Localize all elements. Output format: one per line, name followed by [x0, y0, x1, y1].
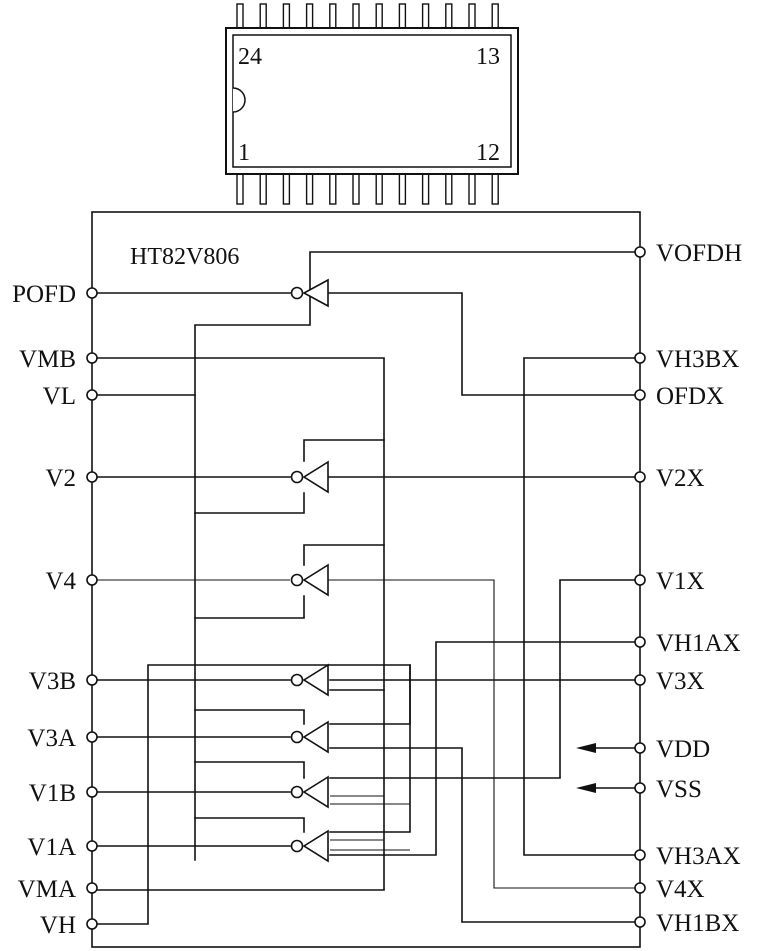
buffer-v2 [290, 460, 329, 494]
package-lead [375, 173, 383, 205]
package-lead [468, 173, 476, 205]
pin-name-vdd: VDD [656, 736, 710, 763]
package-lead [236, 173, 244, 205]
pin-label-13: 13 [476, 44, 500, 70]
pin-terminal-v1x [634, 574, 646, 586]
pin-name-v2: V2 [45, 465, 76, 492]
pin-terminal-v4 [86, 574, 98, 586]
pin-name-v3a: V3A [27, 725, 76, 752]
package-lead [445, 173, 453, 205]
pin-name-vss: VSS [656, 776, 702, 803]
pin-name-ofdx: OFDX [656, 383, 724, 410]
pin-terminal-pofd [86, 287, 98, 299]
package-lead [421, 3, 430, 29]
package-lead [329, 3, 337, 29]
package-lead [398, 173, 407, 205]
pin-terminal-v1a [86, 840, 98, 852]
pin-name-v3x: V3X [656, 668, 705, 695]
pin-terminal-v1b [86, 786, 98, 798]
buffer-v1b [290, 775, 329, 809]
package-notch [232, 87, 246, 113]
pin-terminal-vh [86, 918, 98, 930]
package-lead [305, 3, 314, 29]
pin-terminal-v2x [634, 471, 646, 483]
buffer-pofd [290, 278, 329, 308]
package-lead [236, 3, 244, 29]
package-lead [259, 173, 267, 205]
pin-name-vofdh: VOFDH [656, 240, 742, 267]
pin-name-v4: V4 [45, 568, 76, 595]
pin-name-v1b: V1B [29, 780, 76, 807]
package-lead [491, 3, 499, 29]
wiring [91, 251, 641, 925]
package-lead [305, 173, 314, 205]
package-lead [352, 3, 360, 29]
pin-terminal-vmb [86, 352, 98, 364]
pin-name-v2x: V2X [656, 465, 705, 492]
pin-terminal-v2 [86, 471, 98, 483]
package-top-leads [236, 3, 499, 29]
pin-name-vh1ax: VH1AX [656, 630, 741, 657]
pin-name-v1x: V1X [656, 568, 705, 595]
package-lead [375, 3, 383, 29]
pin-terminal-v4x [634, 882, 646, 894]
pin-terminal-v3a [86, 731, 98, 743]
pin-name-vh3ax: VH3AX [656, 843, 741, 870]
pin-name-pofd: POFD [12, 281, 76, 308]
pin-name-v1a: V1A [27, 834, 76, 861]
package-lead [352, 173, 360, 205]
pin-terminal-vofdh [634, 246, 646, 258]
pin-terminal-vl [86, 389, 98, 401]
pin-terminal-vh1ax [634, 636, 646, 648]
pin-terminal-vma [86, 882, 98, 894]
pin-name-vl: VL [43, 383, 76, 410]
pin-name-vmb: VMB [19, 346, 76, 373]
pin-name-v3b: V3B [29, 668, 76, 695]
package-lead [491, 173, 499, 205]
pin-terminal-ofdx [634, 389, 646, 401]
pin-name-vh: VH [40, 912, 76, 939]
package-lead [282, 173, 291, 205]
package-lead [468, 3, 476, 29]
package-lead [421, 173, 430, 205]
package-body-outer [225, 27, 519, 175]
pin-name-vh3bx: VH3BX [656, 346, 739, 373]
buffer-v4 [290, 563, 329, 597]
package-lead [445, 3, 453, 29]
pin-label-12: 12 [476, 140, 500, 166]
package-lead [398, 3, 407, 29]
right-pins: VOFDH VH3BX OFDX V2X V1X VH1AX V3X VDD VSS VH3AX V… [634, 240, 742, 937]
pin-terminal-vh1bx [634, 916, 646, 928]
package-lead [259, 3, 267, 29]
pin-terminal-vss [634, 782, 646, 794]
pin-name-vma: VMA [18, 876, 76, 903]
pin-terminal-vdd [634, 742, 646, 754]
buffer-v1a [290, 829, 329, 863]
pin-name-vh1bx: VH1BX [656, 910, 739, 937]
pin-terminal-v3b [86, 674, 98, 686]
package-lead [282, 3, 291, 29]
package-lead [329, 173, 337, 205]
pin-terminal-vh3bx [634, 352, 646, 364]
package-bottom-leads [236, 173, 499, 205]
chip-name: HT82V806 [130, 244, 239, 270]
pin-label-24: 24 [238, 44, 262, 70]
buffer-v3b [290, 663, 329, 697]
pin-label-1: 1 [238, 140, 250, 166]
buffer-v3a [290, 720, 329, 754]
ic-package: 24 13 1 12 [225, 3, 519, 205]
pin-name-v4x: V4X [656, 876, 705, 903]
pin-terminal-v3x [634, 674, 646, 686]
pin-terminal-vh3ax [634, 849, 646, 861]
